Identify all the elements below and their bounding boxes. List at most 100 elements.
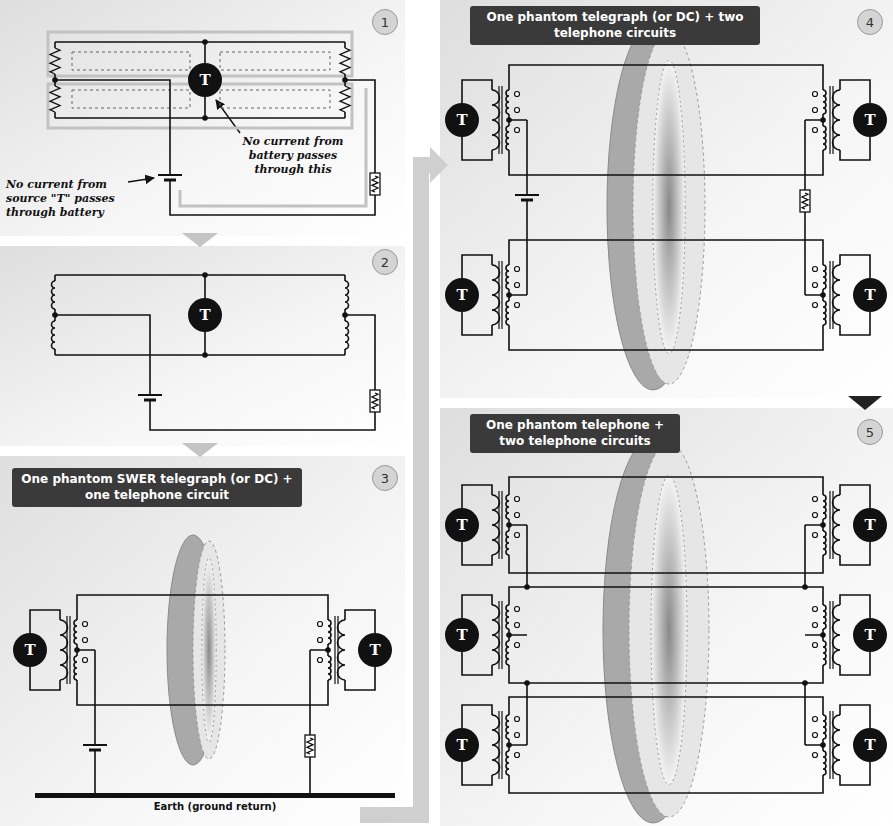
coil-symbol <box>345 281 349 309</box>
line-pair <box>509 240 823 350</box>
line-pair <box>509 697 823 793</box>
transformer-primary <box>840 255 870 278</box>
terminal <box>515 497 520 502</box>
coil-symbol <box>833 90 840 150</box>
wire <box>94 750 96 793</box>
terminal <box>813 607 818 612</box>
transformer-primary <box>30 610 60 633</box>
junction-dot <box>202 115 208 121</box>
annotation: No current from source "T" passes throug… <box>6 178 134 219</box>
transformer-core <box>830 86 833 154</box>
terminal <box>318 622 323 627</box>
node-text: T <box>864 111 875 129</box>
resistor-symbol <box>800 190 810 212</box>
junction-dot <box>52 77 58 83</box>
transformer-core <box>499 261 502 329</box>
coil-symbol <box>506 90 509 114</box>
resistor-symbol <box>370 173 380 195</box>
source-circle: T <box>445 103 479 137</box>
transformer-primary <box>840 705 870 728</box>
coil-symbol <box>823 715 826 739</box>
terminal <box>515 623 520 628</box>
coil-symbol <box>74 656 77 680</box>
resistor-symbol <box>305 735 315 757</box>
coil-symbol <box>506 531 509 555</box>
wire <box>804 120 806 190</box>
terminal <box>813 267 818 272</box>
flow-arrow <box>182 233 218 247</box>
callout-number: 3 <box>381 471 389 486</box>
flow-arrow <box>430 147 448 183</box>
wire <box>527 525 805 745</box>
node-text: T <box>864 516 875 534</box>
node-text: T <box>199 306 210 324</box>
terminal <box>813 643 818 648</box>
node-text: T <box>864 736 875 754</box>
callout-number: 4 <box>866 15 874 30</box>
junction-dot <box>802 584 808 590</box>
terminal <box>515 108 520 113</box>
terminal <box>83 622 88 627</box>
terminal <box>515 733 520 738</box>
wire <box>55 80 170 175</box>
coil-symbol <box>506 126 509 150</box>
junction-dot <box>820 742 826 748</box>
node-text: T <box>456 111 467 129</box>
callout-number: 5 <box>857 419 883 445</box>
junction-dot <box>524 584 530 590</box>
node-text: T <box>456 736 467 754</box>
source-circle: T <box>853 728 887 762</box>
resistor-symbol <box>372 176 378 192</box>
transformer-primary <box>840 762 870 785</box>
transformer-primary <box>345 610 375 633</box>
terminal <box>318 638 323 643</box>
junction-dot <box>202 272 208 278</box>
junction-dot <box>506 632 512 638</box>
coil-symbol <box>60 620 68 680</box>
transformer-core <box>499 601 502 669</box>
junction-dot <box>820 292 826 298</box>
wire <box>150 400 375 430</box>
coil-symbol <box>492 605 500 665</box>
terminal <box>813 497 818 502</box>
callout-number: 3 <box>372 465 398 491</box>
node-text: One phantom SWER telegraph (or DC) + one… <box>21 472 292 502</box>
line-pair <box>509 587 823 683</box>
wire <box>526 200 528 295</box>
battery-symbol <box>83 744 107 746</box>
source-circle: T <box>445 618 479 652</box>
wire <box>170 180 375 215</box>
callout-number: 2 <box>381 255 389 270</box>
wire <box>309 757 311 793</box>
coil-symbol <box>506 641 509 665</box>
terminal <box>813 513 818 518</box>
coil-symbol <box>338 620 345 680</box>
leader-arrow <box>128 178 154 182</box>
coil-symbol <box>506 495 509 519</box>
coil-symbol <box>823 301 826 325</box>
terminal <box>515 753 520 758</box>
panel <box>0 246 405 446</box>
panel <box>440 408 893 826</box>
junction-dot <box>202 39 208 45</box>
resistor-symbol <box>340 86 350 112</box>
node-text: T <box>864 626 875 644</box>
panel <box>0 0 405 236</box>
node-text: T <box>456 516 467 534</box>
node-text: One phantom telephone + two telephone ci… <box>486 418 664 448</box>
coil-symbol <box>823 751 826 775</box>
annotation: No current from battery passes through t… <box>228 135 358 176</box>
node-text: T <box>456 626 467 644</box>
transformer-primary <box>462 137 492 160</box>
coil-symbol <box>823 126 826 150</box>
wire <box>526 120 528 195</box>
terminal <box>515 267 520 272</box>
wire <box>345 315 375 390</box>
coil-symbol <box>506 715 509 739</box>
terminal <box>515 128 520 133</box>
coil-symbol <box>833 495 840 555</box>
coil-symbol <box>492 715 500 775</box>
coil-symbol <box>823 605 826 629</box>
junction-dot <box>506 292 512 298</box>
